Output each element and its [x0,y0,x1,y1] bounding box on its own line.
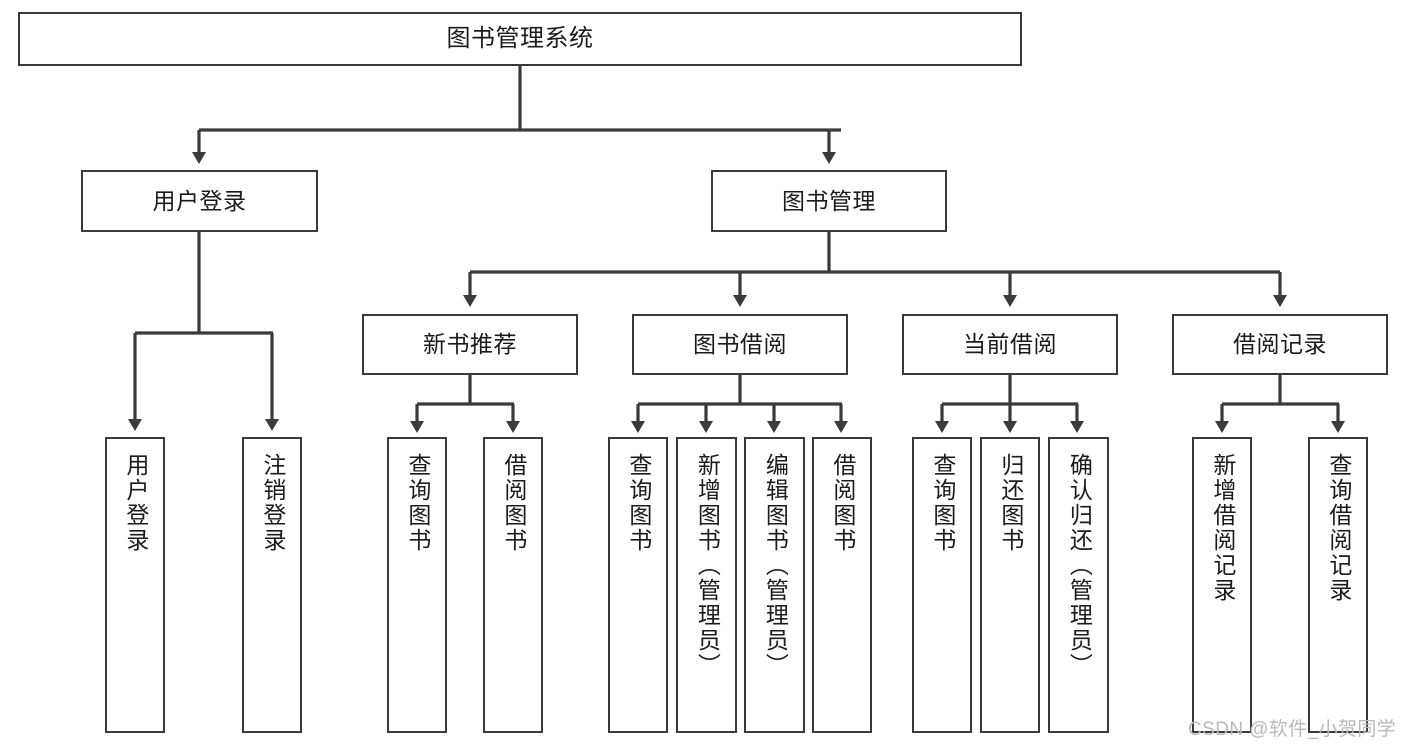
leaf-logout[interactable]: 注销登录 [242,437,302,733]
leaf-bb-borrow-book[interactable]: 借阅图书 [812,437,872,733]
leaf-logout-label: 注销登录 [259,453,286,553]
node-user-login-label: 用户登录 [152,187,247,214]
leaf-bb-edit-book[interactable]: 编辑图书（管理员） [744,437,805,733]
node-root-label: 图书管理系统 [446,25,594,53]
node-borrow-record[interactable]: 借阅记录 [1172,314,1388,375]
leaf-bb-edit-book-label: 编辑图书（管理员） [762,453,789,678]
leaf-cb-return-book[interactable]: 归还图书 [980,437,1040,733]
leaf-br-query-record-label: 查询借阅记录 [1325,453,1352,603]
node-book-borrow-label: 图书借阅 [693,331,787,358]
leaf-nb-query-book[interactable]: 查询图书 [387,437,447,733]
leaf-nb-borrow-book[interactable]: 借阅图书 [483,437,543,733]
node-book-management[interactable]: 图书管理 [711,170,947,232]
leaf-br-add-record[interactable]: 新增借阅记录 [1192,437,1252,733]
node-current-borrow[interactable]: 当前借阅 [902,314,1118,375]
leaf-bb-borrow-book-label: 借阅图书 [829,453,856,553]
leaf-bb-query-book[interactable]: 查询图书 [608,437,668,733]
leaf-cb-confirm-return-label: 确认归还（管理员） [1066,453,1093,678]
leaf-bb-add-book-label: 新增图书（管理员） [694,453,721,678]
leaf-cb-confirm-return[interactable]: 确认归还（管理员） [1048,437,1109,733]
node-borrow-record-label: 借阅记录 [1233,331,1327,358]
node-current-borrow-label: 当前借阅 [963,331,1057,358]
leaf-br-add-record-label: 新增借阅记录 [1209,453,1236,603]
leaf-user-login-label: 用户登录 [122,453,149,553]
leaf-cb-return-book-label: 归还图书 [997,453,1024,553]
node-user-login[interactable]: 用户登录 [81,170,318,232]
leaf-bb-query-book-label: 查询图书 [625,453,652,553]
node-book-borrow[interactable]: 图书借阅 [632,314,848,375]
node-root[interactable]: 图书管理系统 [18,12,1022,66]
node-new-book-recommend-label: 新书推荐 [423,331,517,358]
leaf-bb-add-book[interactable]: 新增图书（管理员） [676,437,737,733]
leaf-nb-query-book-label: 查询图书 [404,453,431,553]
leaf-user-login[interactable]: 用户登录 [105,437,165,733]
leaf-nb-borrow-book-label: 借阅图书 [500,453,527,553]
leaf-cb-query-book[interactable]: 查询图书 [912,437,972,733]
leaf-br-query-record[interactable]: 查询借阅记录 [1308,437,1368,733]
leaf-cb-query-book-label: 查询图书 [929,453,956,553]
node-new-book-recommend[interactable]: 新书推荐 [362,314,578,375]
node-book-management-label: 图书管理 [782,187,876,214]
